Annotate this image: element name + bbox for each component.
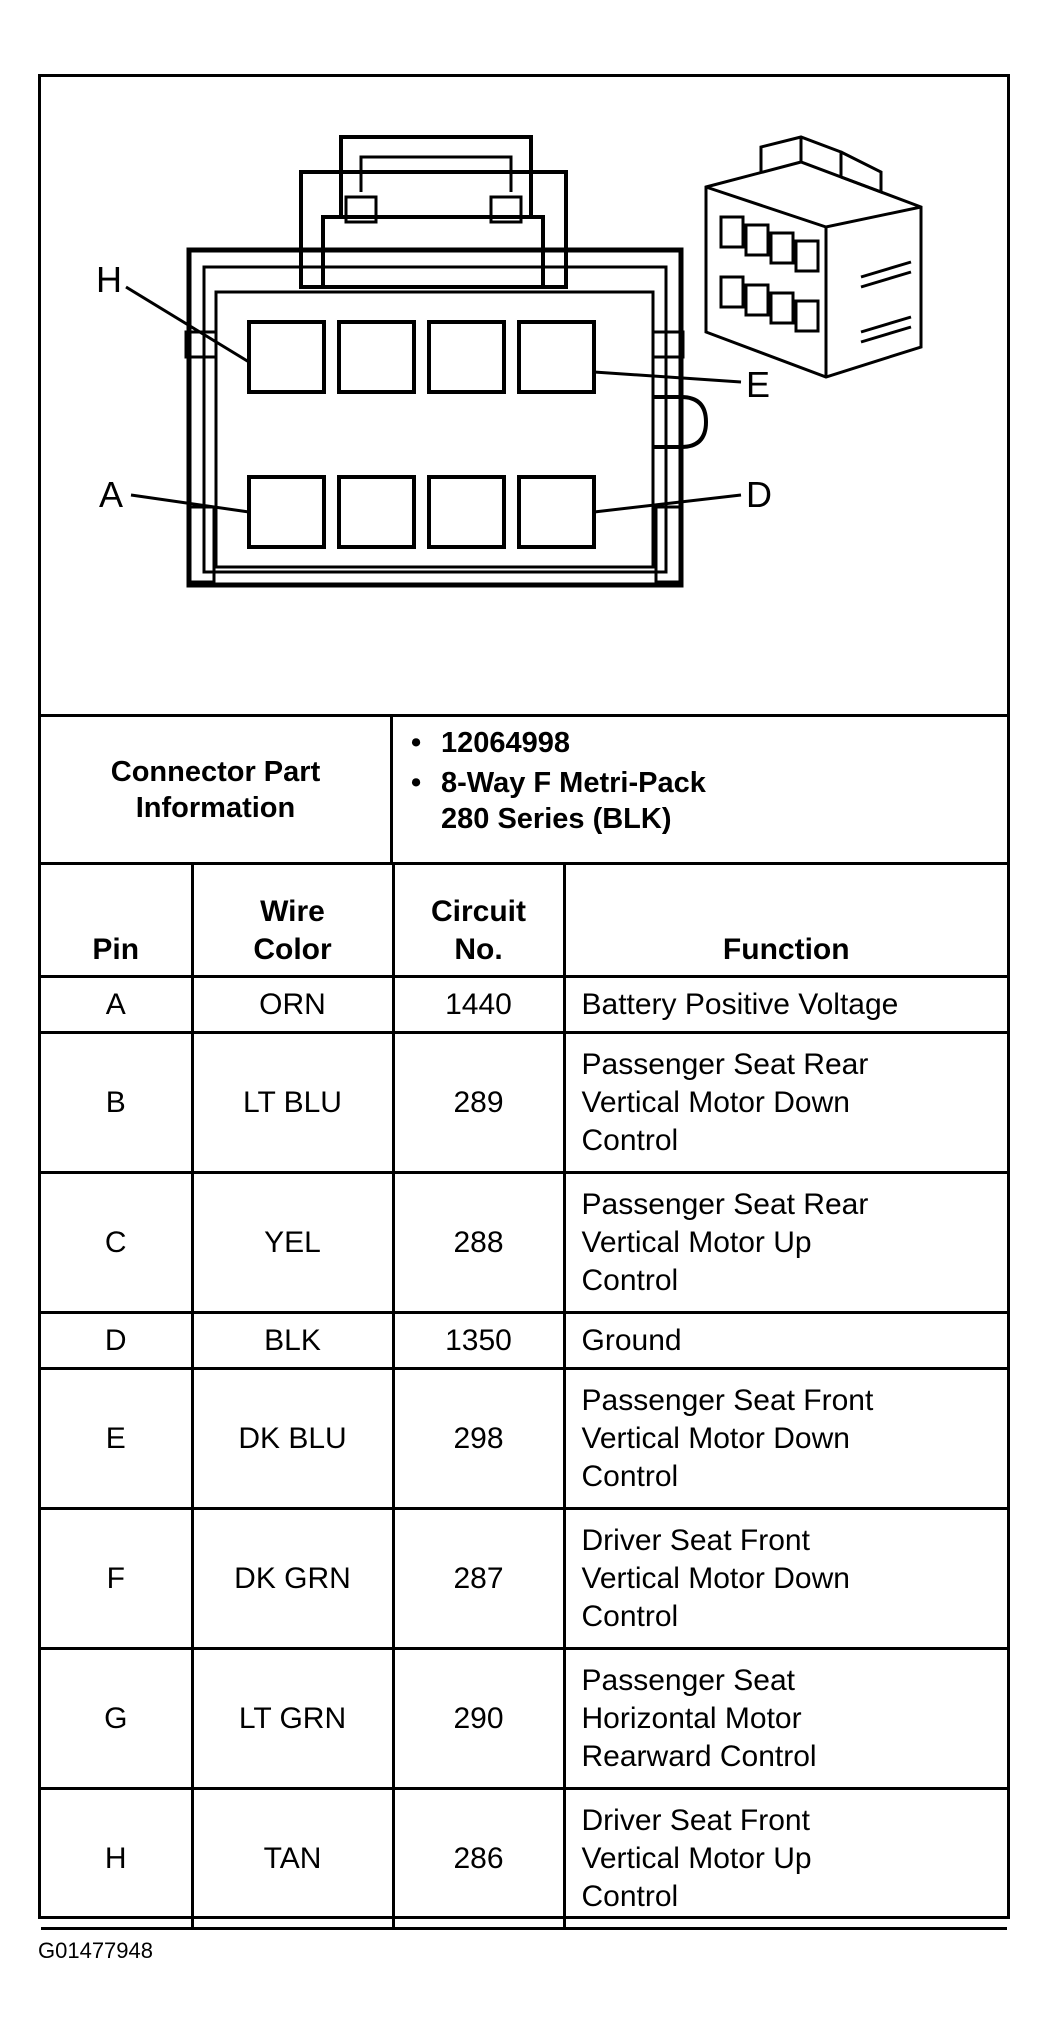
connector-face-drawing: H E A D (96, 135, 923, 588)
cell-circuit-no: 289 (391, 1031, 566, 1174)
latch-tab (339, 135, 533, 217)
leader-e (593, 370, 742, 384)
connector-sheet: H E A D (38, 74, 1010, 1930)
table-row: A ORN 1440 Battery Positive Voltage (41, 975, 1007, 1034)
cavity-f (427, 320, 506, 394)
cell-function: Battery Positive Voltage (562, 975, 1007, 1034)
leader-h (125, 285, 250, 364)
cavity-g (337, 320, 416, 394)
figure-number: G01477948 (38, 1938, 153, 1963)
table-row: F DK GRN 287 Driver Seat Front Vertical … (41, 1507, 1007, 1650)
info-bullet-part-number: •12064998 (411, 727, 571, 759)
cell-circuit-no: 1440 (391, 975, 566, 1034)
cell-pin: H (41, 1787, 194, 1930)
cell-wire-color: BLK (190, 1311, 395, 1370)
leader-d (593, 493, 742, 514)
label-h: H (96, 259, 122, 300)
header-circuit-no: Circuit No. (391, 862, 566, 978)
table-row: D BLK 1350 Ground (41, 1311, 1007, 1370)
connector-isometric (704, 135, 923, 379)
table-row: E DK BLU 298 Passenger Seat Front Vertic… (41, 1367, 1007, 1510)
cell-wire-color: LT BLU (190, 1031, 395, 1174)
cell-wire-color: DK BLU (190, 1367, 395, 1510)
connector-diagram: H E A D (41, 77, 1007, 714)
cell-pin: F (41, 1507, 194, 1650)
cavity-b (337, 475, 416, 549)
cavity-a (247, 475, 326, 549)
cavity-d (517, 475, 596, 549)
cavity-c (427, 475, 506, 549)
cell-circuit-no: 288 (391, 1171, 566, 1314)
cavity-h (247, 320, 326, 394)
table-row: H TAN 286 Driver Seat Front Vertical Mot… (41, 1787, 1007, 1930)
cell-pin: B (41, 1031, 194, 1174)
cell-function: Driver Seat Front Vertical Motor Down Co… (562, 1507, 1007, 1650)
connector-body (186, 247, 684, 588)
connector-info-values: •12064998 •8-Way F Metri-Pack 280 Series… (411, 725, 997, 841)
part-number: 12064998 (441, 727, 571, 759)
cell-function: Passenger Seat Rear Vertical Motor Down … (562, 1031, 1007, 1174)
cell-pin: A (41, 975, 194, 1034)
cell-function: Passenger Seat Horizontal Motor Rearward… (562, 1647, 1007, 1790)
table-row: G LT GRN 290 Passenger Seat Horizontal M… (41, 1647, 1007, 1790)
cell-function: Passenger Seat Front Vertical Motor Down… (562, 1367, 1007, 1510)
pin-table-header: Pin Wire Color Circuit No. Function (41, 862, 1007, 978)
connector-info-label: Connector Part Information (41, 717, 393, 862)
cell-pin: D (41, 1311, 194, 1370)
cell-circuit-no: 1350 (391, 1311, 566, 1370)
connector-part-info: Connector Part Information •12064998 •8-… (41, 714, 1007, 862)
cell-function: Ground (562, 1311, 1007, 1370)
cell-wire-color: DK GRN (190, 1507, 395, 1650)
cell-wire-color: YEL (190, 1171, 395, 1314)
cell-pin: G (41, 1647, 194, 1790)
cell-circuit-no: 290 (391, 1647, 566, 1790)
connector-description: 8-Way F Metri-Pack 280 Series (BLK) (441, 767, 706, 835)
cell-function: Passenger Seat Rear Vertical Motor Up Co… (562, 1171, 1007, 1314)
table-row: C YEL 288 Passenger Seat Rear Vertical M… (41, 1171, 1007, 1314)
polarization-key (653, 395, 709, 449)
cell-wire-color: LT GRN (190, 1647, 395, 1790)
cell-circuit-no: 287 (391, 1507, 566, 1650)
header-wire-color: Wire Color (190, 862, 395, 978)
cell-wire-color: TAN (190, 1787, 395, 1930)
label-d: D (746, 474, 772, 515)
cell-circuit-no: 286 (391, 1787, 566, 1930)
cell-circuit-no: 298 (391, 1367, 566, 1510)
cavity-e (517, 320, 596, 394)
table-row: B LT BLU 289 Passenger Seat Rear Vertica… (41, 1031, 1007, 1174)
cell-function: Driver Seat Front Vertical Motor Up Cont… (562, 1787, 1007, 1930)
header-pin: Pin (41, 862, 194, 978)
pin-table: Pin Wire Color Circuit No. Function A OR… (41, 862, 1007, 1930)
cell-wire-color: ORN (190, 975, 395, 1034)
cell-pin: C (41, 1171, 194, 1314)
leader-a (130, 493, 250, 514)
label-e: E (746, 364, 770, 405)
info-bullet-description: •8-Way F Metri-Pack 280 Series (BLK) (411, 767, 706, 835)
label-a: A (99, 474, 123, 515)
cell-pin: E (41, 1367, 194, 1510)
header-function: Function (562, 862, 1007, 978)
